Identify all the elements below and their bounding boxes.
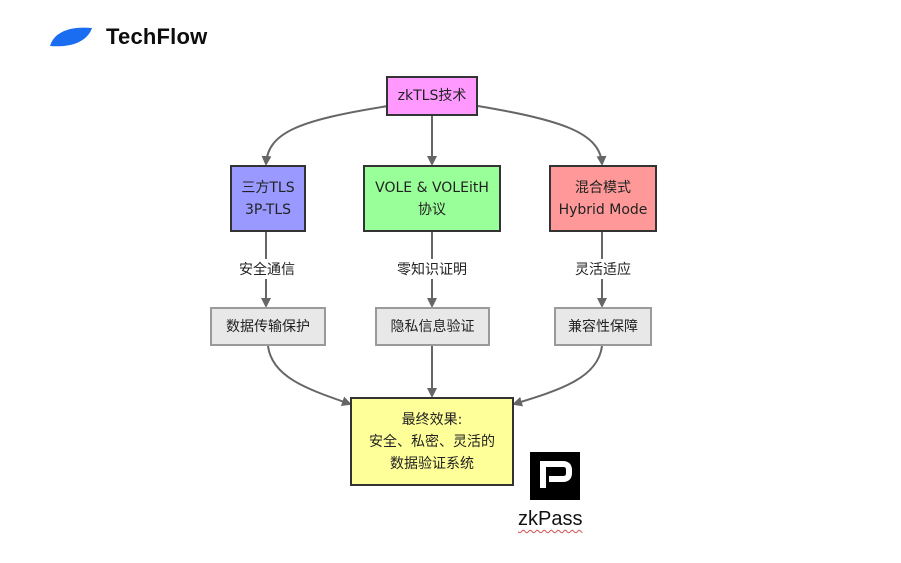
edge-root-right <box>477 105 607 166</box>
final-node-line1: 最终效果: <box>401 411 463 428</box>
edge-label-zero-knowledge: 零知识证明 <box>395 259 469 279</box>
brand-name: TechFlow <box>106 24 208 49</box>
result-node-label: 数据传输保护 <box>226 318 310 335</box>
edge-label-secure-comm: 安全通信 <box>237 259 297 279</box>
final-node-line2: 安全、私密、灵活的 <box>369 433 495 450</box>
zkpass-wordmark: zkPass <box>518 508 583 530</box>
result-node-privacy-verify: 隐私信息验证 <box>375 307 490 346</box>
final-node-line3: 数据验证系统 <box>390 455 474 472</box>
method-node-line2: Hybrid Mode <box>558 201 648 218</box>
root-node-label: zkTLS技术 <box>397 88 467 104</box>
method-node-hybrid: 混合模式 Hybrid Mode <box>549 165 657 232</box>
result-node-data-protection: 数据传输保护 <box>210 307 326 346</box>
method-node-line1: 三方TLS <box>241 179 295 196</box>
zkpass-p-icon <box>530 452 580 500</box>
result-node-label: 隐私信息验证 <box>390 318 475 335</box>
edge-label-flexible: 灵活适应 <box>573 259 633 279</box>
techflow-logo: TechFlow <box>48 24 207 50</box>
method-node-vole: VOLE & VOLEitH 协议 <box>363 165 501 232</box>
edge-right-final <box>512 345 603 407</box>
root-node: zkTLS技术 <box>386 76 478 116</box>
edge-root-left <box>261 105 389 166</box>
techflow-leaf-icon <box>50 27 92 47</box>
final-node: 最终效果: 安全、私密、灵活的 数据验证系统 <box>350 397 514 486</box>
result-node-compatibility: 兼容性保障 <box>554 307 652 346</box>
method-node-line1: 混合模式 <box>575 179 631 196</box>
result-node-label: 兼容性保障 <box>568 318 638 335</box>
method-node-line2: 3P-TLS <box>244 201 292 218</box>
method-node-3p-tls: 三方TLS 3P-TLS <box>230 165 306 232</box>
method-node-line1: VOLE & VOLEitH <box>375 179 489 196</box>
method-node-line2: 协议 <box>418 201 446 218</box>
edge-left-final <box>267 345 352 407</box>
